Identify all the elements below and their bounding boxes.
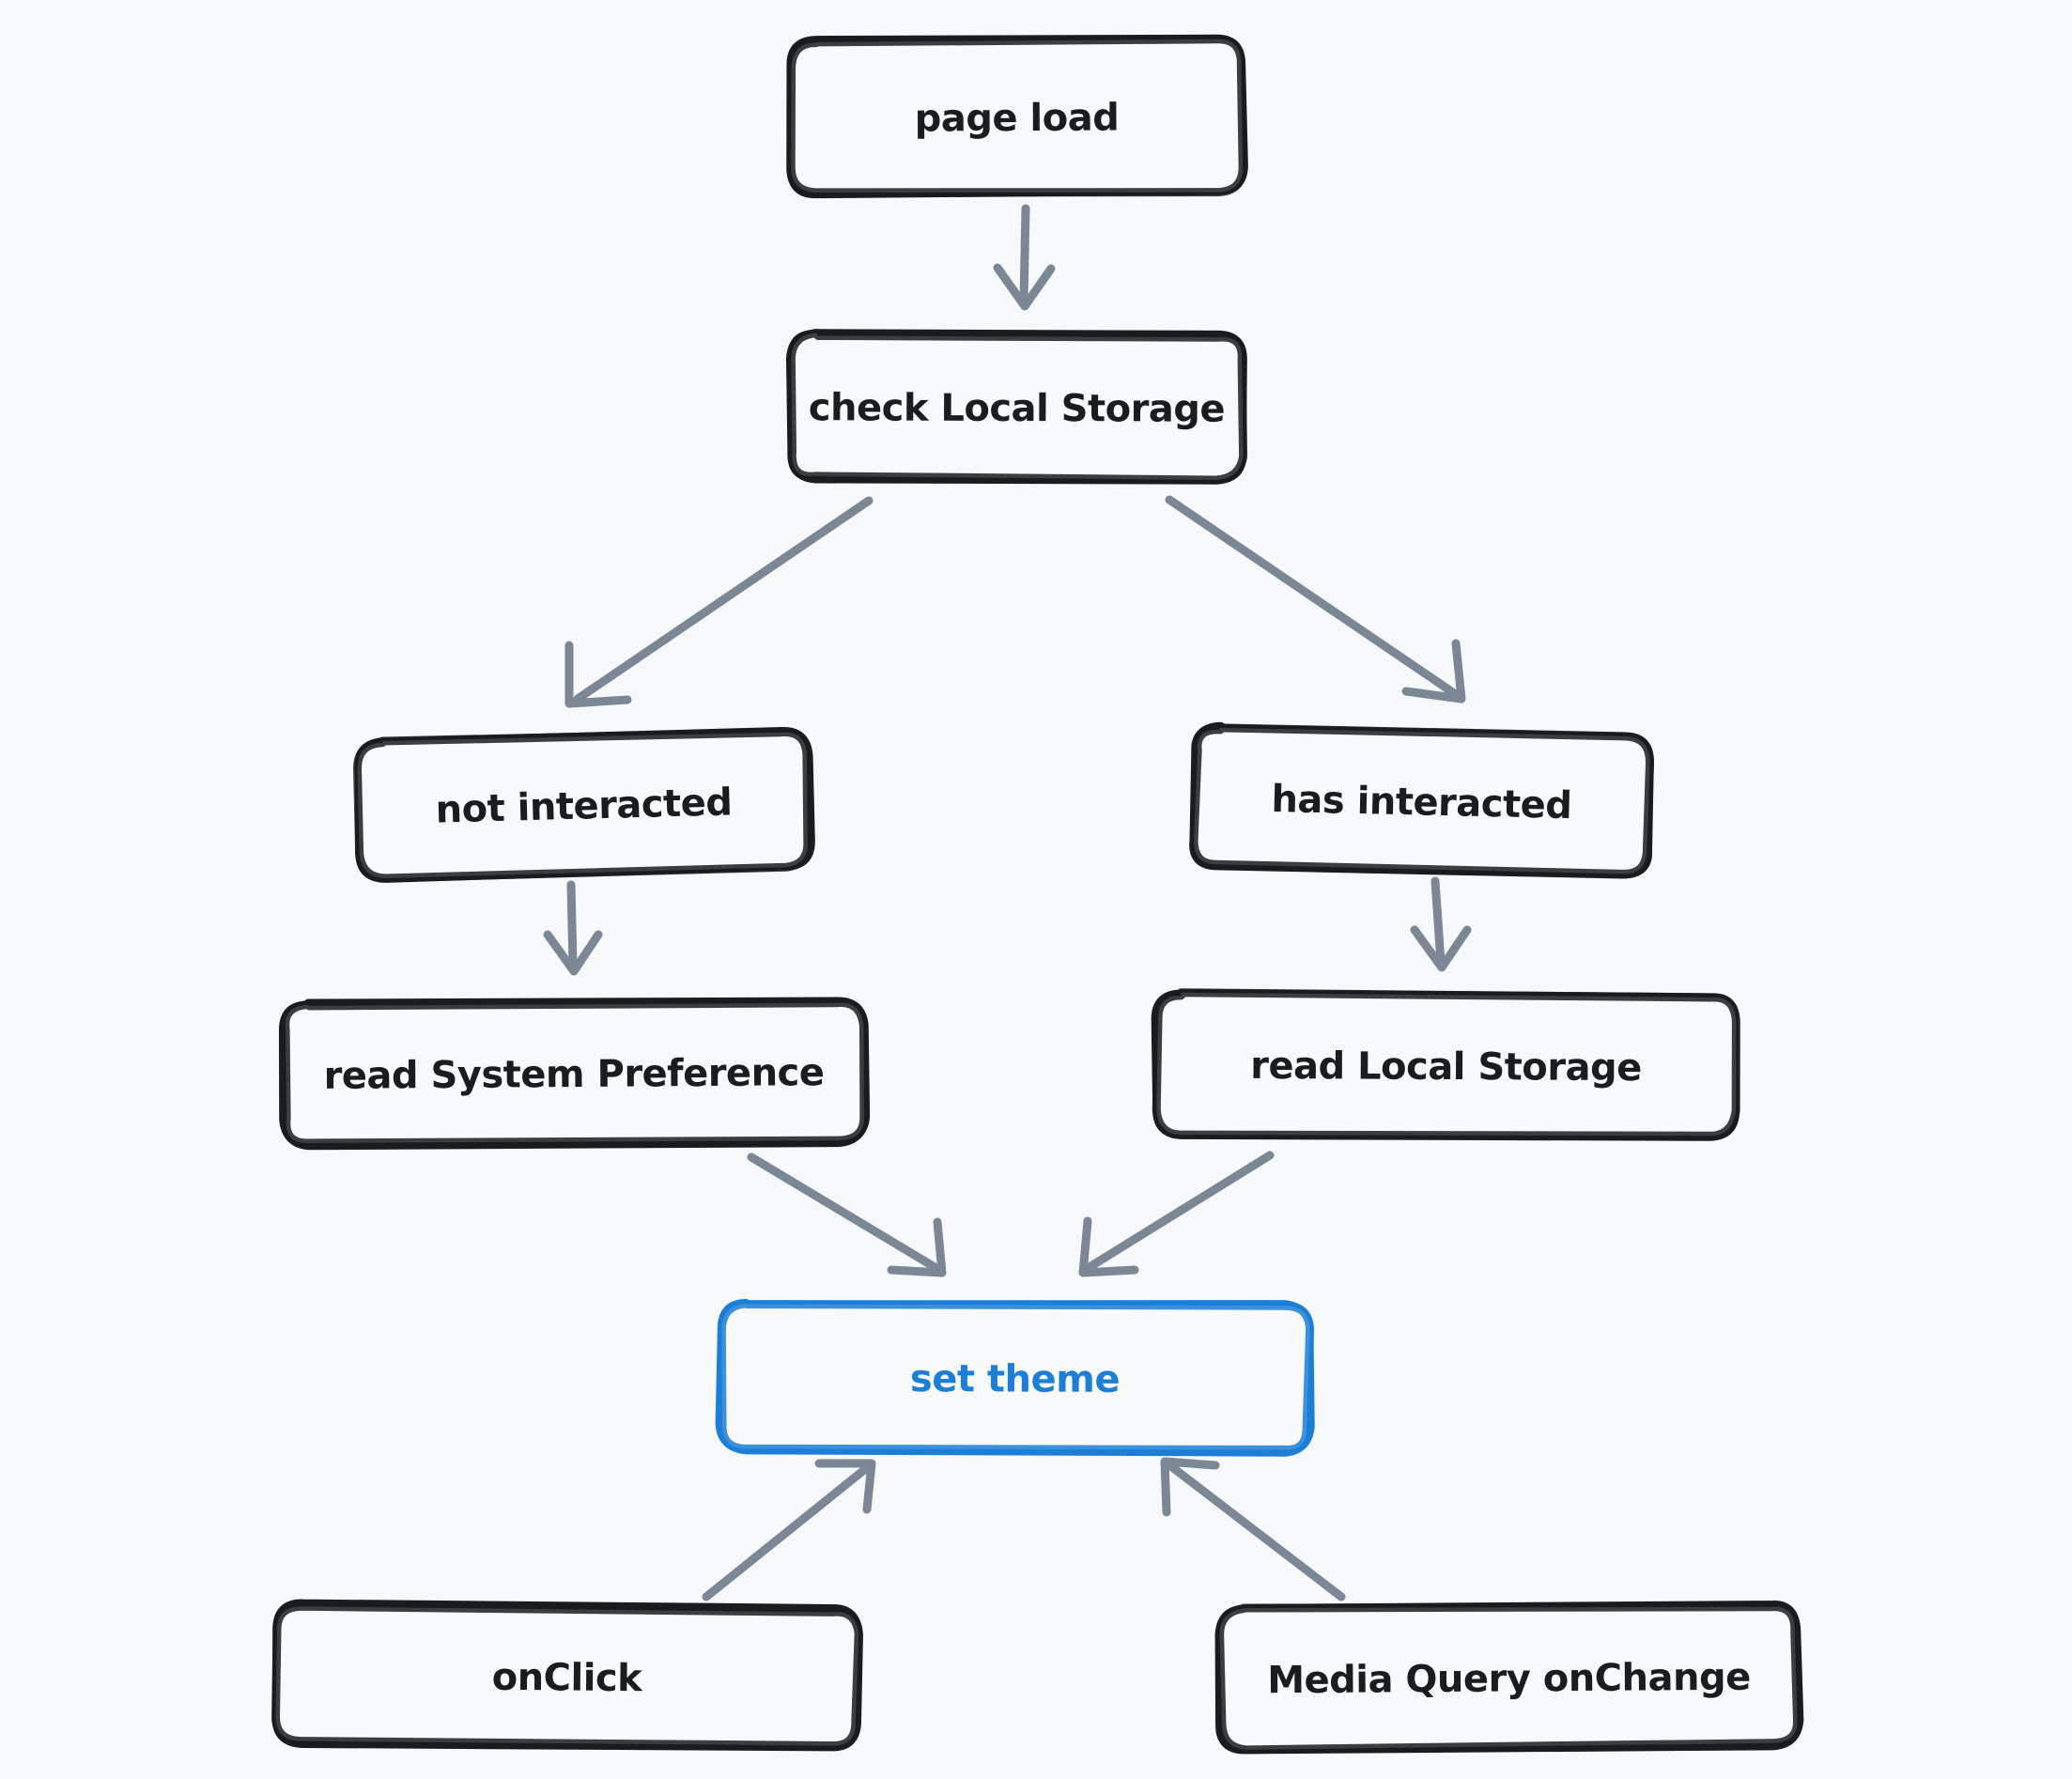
node-media-query-onchange[interactable]: Media Query onChange bbox=[1214, 1600, 1804, 1755]
edges-layer bbox=[543, 204, 1472, 1601]
edge-line bbox=[1019, 204, 1030, 305]
node-check-local-storage[interactable]: check Local Storage bbox=[785, 329, 1248, 485]
node-outline-overstroke bbox=[281, 998, 869, 1148]
edge-line bbox=[1430, 876, 1446, 967]
node-has-interacted[interactable]: has interacted bbox=[1189, 721, 1654, 879]
edge-line bbox=[747, 1152, 939, 1272]
node-outline-overstroke bbox=[1189, 723, 1654, 878]
arrowhead-icon bbox=[814, 1459, 876, 1514]
arrowhead-icon bbox=[1160, 1457, 1220, 1517]
arrowhead-icon bbox=[887, 1217, 947, 1277]
node-label: Media Query onChange bbox=[1267, 1656, 1751, 1703]
node-onclick[interactable]: onClick bbox=[271, 1599, 863, 1752]
node-label: read Local Storage bbox=[1250, 1044, 1642, 1090]
edge-line bbox=[1165, 495, 1459, 698]
node-label: onClick bbox=[492, 1656, 644, 1700]
node-set-theme[interactable]: set theme bbox=[715, 1298, 1315, 1457]
nodes-layer: page load check Local Storage not interact… bbox=[271, 34, 1804, 1755]
node-label: check Local Storage bbox=[809, 386, 1225, 431]
node-label: not interacted bbox=[435, 781, 733, 831]
node-not-interacted[interactable]: not interacted bbox=[353, 727, 815, 883]
edge-has-interacted-to-read-local bbox=[1410, 876, 1472, 972]
edge-not-interacted-to-read-system bbox=[543, 880, 603, 976]
arrowhead-icon bbox=[1410, 925, 1472, 972]
node-label: set theme bbox=[910, 1357, 1120, 1401]
node-outline-overstroke bbox=[353, 728, 812, 883]
edge-line bbox=[573, 496, 874, 704]
arrowhead-icon bbox=[1401, 639, 1466, 704]
edge-line bbox=[1085, 1151, 1275, 1272]
edge-page-load-to-check bbox=[993, 204, 1056, 311]
node-outline-overstroke bbox=[1215, 1602, 1801, 1755]
edge-check-to-has-interacted bbox=[1165, 495, 1466, 704]
edge-check-to-not-interacted bbox=[564, 496, 874, 708]
edge-onclick-to-set-theme bbox=[702, 1459, 876, 1601]
edge-line bbox=[1167, 1462, 1346, 1601]
node-label: read System Preference bbox=[323, 1051, 824, 1098]
edge-read-local-to-set-theme bbox=[1078, 1151, 1275, 1277]
arrowhead-icon bbox=[543, 930, 603, 976]
edge-line bbox=[566, 880, 578, 970]
node-read-local-storage[interactable]: read Local Storage bbox=[1151, 988, 1740, 1141]
node-outline-overstroke bbox=[786, 35, 1247, 197]
node-label: page load bbox=[915, 97, 1120, 141]
arrowhead-icon bbox=[564, 641, 632, 708]
node-outline-overstroke bbox=[271, 1601, 863, 1750]
edge-read-system-to-set-theme bbox=[747, 1152, 947, 1277]
node-outline-overstroke bbox=[717, 1299, 1315, 1454]
node-read-system-preference[interactable]: read System Preference bbox=[278, 997, 871, 1151]
edge-line bbox=[702, 1465, 869, 1601]
node-page-load[interactable]: page load bbox=[786, 34, 1248, 199]
node-outline-overstroke bbox=[786, 329, 1248, 485]
node-outline-overstroke bbox=[1152, 988, 1740, 1140]
arrowhead-icon bbox=[993, 263, 1056, 311]
edge-media-query-to-set-theme bbox=[1160, 1457, 1346, 1601]
node-label: has interacted bbox=[1271, 778, 1572, 828]
arrowhead-icon bbox=[1078, 1216, 1139, 1277]
